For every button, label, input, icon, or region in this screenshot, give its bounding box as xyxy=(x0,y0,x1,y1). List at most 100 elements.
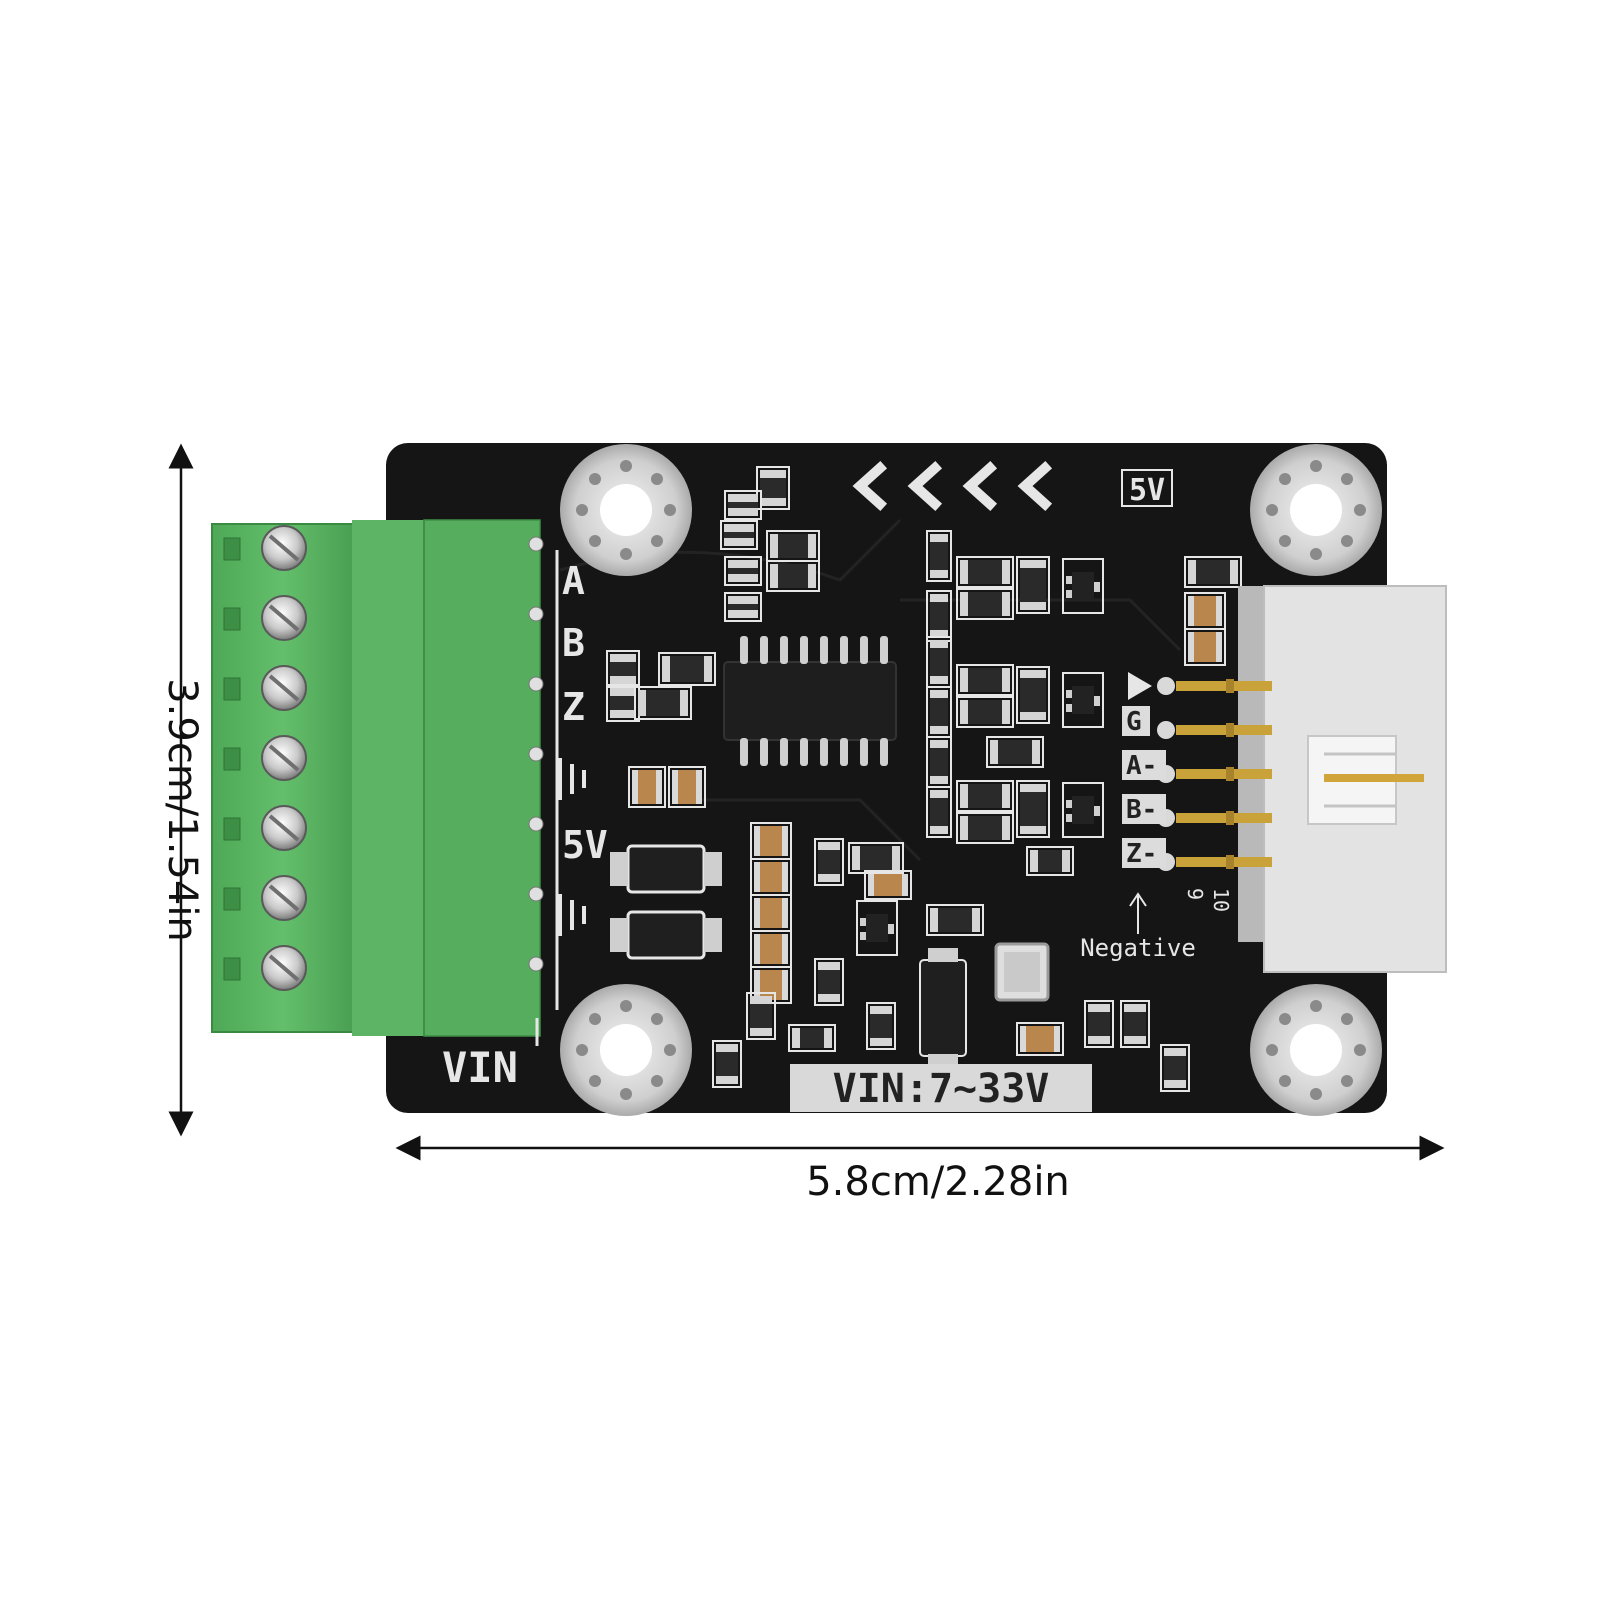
terminal-slot xyxy=(223,747,241,771)
ic-pin xyxy=(860,636,868,664)
header-label-text: B- xyxy=(1126,795,1157,825)
smd-component xyxy=(1184,556,1242,588)
smd-component xyxy=(1016,1022,1064,1056)
header-label-text: A- xyxy=(1126,751,1157,781)
smd-component xyxy=(750,858,792,896)
smd-component xyxy=(1160,1044,1190,1092)
terminal-pin xyxy=(528,676,544,692)
smd-component xyxy=(746,992,776,1040)
width-dimension-label: 5.8cm/2.28in xyxy=(806,1159,1070,1205)
smd-component xyxy=(864,870,912,900)
smd-component xyxy=(814,838,844,886)
pin1-marker xyxy=(1128,672,1152,700)
header-label: A- xyxy=(1122,750,1166,781)
ic-pin xyxy=(740,738,748,766)
smd-component xyxy=(856,900,898,956)
smd-component xyxy=(866,1002,896,1050)
terminal-pin xyxy=(528,606,544,622)
terminal-label: Z xyxy=(562,685,585,729)
terminal-screw xyxy=(261,945,307,991)
header-pin xyxy=(1176,725,1272,735)
smd-component xyxy=(926,590,952,642)
smd-component xyxy=(788,1024,836,1052)
ground-symbol xyxy=(558,758,586,936)
terminal-screw xyxy=(261,735,307,781)
smd-component xyxy=(1120,1000,1150,1048)
header-pin xyxy=(1176,769,1272,779)
smd-components xyxy=(606,466,1242,1092)
negative-indicator: Negative xyxy=(1080,892,1196,962)
ic-pin xyxy=(760,738,768,766)
header-pins xyxy=(1157,677,1272,871)
ic-pin xyxy=(800,738,808,766)
smd-component xyxy=(750,930,792,968)
smd-component xyxy=(1062,558,1104,614)
ic-pin xyxy=(800,636,808,664)
smd-component xyxy=(724,556,762,586)
smd-component xyxy=(634,686,692,720)
top-power-label: 5V xyxy=(1121,469,1173,508)
smd-component xyxy=(956,780,1014,812)
terminal-pin xyxy=(528,746,544,762)
smd-component xyxy=(1062,672,1104,728)
height-dimension-label: 3.9cm/1.54in xyxy=(159,678,205,942)
smd-component xyxy=(658,652,716,686)
pin-number-10: 10 xyxy=(1209,888,1233,912)
mounting-hole-top-right xyxy=(1250,444,1382,576)
terminal-slot xyxy=(223,957,241,981)
smd-component xyxy=(606,650,640,688)
smd-component xyxy=(926,636,952,688)
smd-component xyxy=(956,696,1014,728)
smd-component xyxy=(926,736,952,788)
smd-component xyxy=(712,1040,742,1088)
header-pad xyxy=(1157,677,1175,695)
smd-component xyxy=(766,560,820,592)
ic-pin xyxy=(880,636,888,664)
terminal-slot xyxy=(223,537,241,561)
smd-component xyxy=(926,530,952,582)
smd-component xyxy=(986,736,1044,768)
terminal-slot xyxy=(223,677,241,701)
terminal-pins xyxy=(528,536,544,972)
smd-component xyxy=(720,520,758,550)
ic-pin xyxy=(840,738,848,766)
terminal-label: B xyxy=(562,621,585,665)
ic-pin xyxy=(740,636,748,664)
mounting-hole-bottom-right xyxy=(1250,984,1382,1116)
smd-component xyxy=(1184,592,1226,630)
smd-component xyxy=(756,466,790,510)
terminal-slot xyxy=(223,817,241,841)
smd-component xyxy=(1016,780,1050,838)
header-label: B- xyxy=(1122,794,1166,825)
smd-component xyxy=(956,588,1014,620)
terminal-screw xyxy=(261,525,307,571)
terminal-slot xyxy=(223,607,241,631)
direction-chevrons xyxy=(852,460,1053,512)
terminal-screw xyxy=(261,875,307,921)
idc-header-connector xyxy=(1238,585,1447,973)
terminal-slot xyxy=(223,887,241,911)
smd-component xyxy=(628,766,666,808)
header-pin xyxy=(1176,813,1272,823)
terminal-pin xyxy=(528,886,544,902)
ic-pin xyxy=(820,738,828,766)
mounting-hole-bottom-left xyxy=(560,984,692,1116)
screw-terminal-block xyxy=(211,519,541,1037)
smd-component xyxy=(724,490,762,520)
smd-component xyxy=(1016,556,1050,614)
terminal-screw xyxy=(261,595,307,641)
smd-component xyxy=(956,664,1014,696)
header-label: G xyxy=(1122,706,1150,737)
smd-component xyxy=(926,786,952,838)
terminal-label: 5V xyxy=(562,823,608,867)
ic-pin xyxy=(760,636,768,664)
smd-component xyxy=(956,556,1014,588)
terminal-screws xyxy=(261,525,307,991)
smd-component xyxy=(750,894,792,932)
header-label: Z- xyxy=(1122,838,1166,869)
smd-component xyxy=(1084,1000,1114,1048)
smd-component xyxy=(1062,782,1104,838)
header-pad xyxy=(1157,721,1175,739)
